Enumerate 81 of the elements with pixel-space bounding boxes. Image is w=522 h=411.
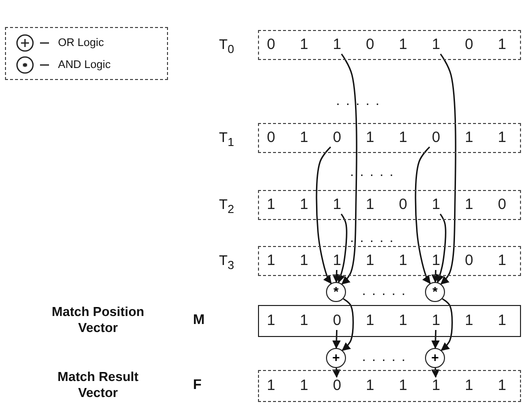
arrow bbox=[336, 214, 348, 284]
bit-value: 0 bbox=[396, 196, 410, 214]
bit-value: 1 bbox=[429, 252, 443, 270]
bit-value: 1 bbox=[495, 252, 509, 270]
arrow bbox=[431, 330, 440, 349]
ellipsis-dots: ..... bbox=[362, 282, 412, 298]
vector-name: Match Position Vector bbox=[50, 304, 146, 336]
bit-value: 1 bbox=[429, 377, 443, 395]
bit-value: 1 bbox=[462, 312, 476, 330]
ellipsis-dots: ..... bbox=[350, 163, 400, 179]
arrow bbox=[340, 54, 358, 285]
bit-value: 0 bbox=[495, 196, 509, 214]
legend-label: OR Logic bbox=[58, 37, 104, 49]
bit-value: 0 bbox=[429, 129, 443, 147]
ellipsis-dots: ..... bbox=[350, 229, 400, 245]
arrow bbox=[436, 214, 446, 284]
arrow bbox=[414, 146, 431, 284]
arrow bbox=[316, 146, 332, 284]
bit-value: 1 bbox=[297, 196, 311, 214]
bit-value: 1 bbox=[297, 252, 311, 270]
ellipsis-dots: ..... bbox=[362, 348, 412, 364]
row-label: T$_{1}$ bbox=[219, 129, 234, 149]
bit-value: 0 bbox=[330, 129, 344, 147]
logic-gate-circle: + bbox=[326, 348, 346, 368]
arrow bbox=[440, 54, 456, 285]
bit-value: 1 bbox=[495, 312, 509, 330]
row-label: T$_{3}$ bbox=[219, 252, 234, 272]
bit-value: 1 bbox=[297, 36, 311, 54]
bit-value: 1 bbox=[330, 252, 344, 270]
bit-value: 1 bbox=[396, 36, 410, 54]
bit-value: 1 bbox=[396, 377, 410, 395]
bit-value: 0 bbox=[462, 36, 476, 54]
arrow bbox=[431, 368, 440, 378]
bit-value: 0 bbox=[462, 252, 476, 270]
bit-value: 1 bbox=[297, 377, 311, 395]
bit-value: 1 bbox=[363, 252, 377, 270]
bit-value: 1 bbox=[330, 196, 344, 214]
bit-value: 1 bbox=[363, 312, 377, 330]
arrow bbox=[431, 270, 440, 283]
bit-value: 1 bbox=[396, 312, 410, 330]
bit-value: 1 bbox=[363, 129, 377, 147]
row-label: T$_{0}$ bbox=[219, 36, 234, 56]
bit-value: 1 bbox=[264, 196, 278, 214]
legend-label: AND Logic bbox=[58, 59, 111, 71]
bit-value: 1 bbox=[462, 377, 476, 395]
arrow bbox=[332, 330, 341, 349]
bit-value: 0 bbox=[264, 129, 278, 147]
logic-gate-circle: * bbox=[425, 282, 445, 302]
bit-value: 1 bbox=[363, 196, 377, 214]
bit-value: 1 bbox=[264, 377, 278, 395]
bit-value: 1 bbox=[396, 252, 410, 270]
bit-value: 0 bbox=[363, 36, 377, 54]
row-label: M bbox=[193, 311, 205, 327]
bit-value: 1 bbox=[330, 36, 344, 54]
bit-value: 1 bbox=[495, 129, 509, 147]
bit-value: 1 bbox=[396, 129, 410, 147]
bit-value: 0 bbox=[330, 312, 344, 330]
bit-value: 1 bbox=[297, 129, 311, 147]
bit-value: 1 bbox=[264, 252, 278, 270]
bit-value: 0 bbox=[264, 36, 278, 54]
bit-value: 1 bbox=[495, 377, 509, 395]
bit-value: 1 bbox=[495, 36, 509, 54]
logic-gate-circle: + bbox=[425, 348, 445, 368]
bit-value: 1 bbox=[462, 196, 476, 214]
row-label: F bbox=[193, 376, 202, 392]
logic-gate-circle: * bbox=[326, 282, 346, 302]
bit-value: 1 bbox=[264, 312, 278, 330]
bit-value: 1 bbox=[462, 129, 476, 147]
arrow bbox=[440, 298, 453, 351]
row-label: T$_{2}$ bbox=[219, 196, 234, 216]
vector-name: Match Result Vector bbox=[56, 369, 140, 401]
bit-value: 1 bbox=[297, 312, 311, 330]
bit-value: 0 bbox=[330, 377, 344, 395]
arrow bbox=[332, 270, 341, 283]
ellipsis-dots: ..... bbox=[336, 92, 386, 108]
bit-value: 1 bbox=[363, 377, 377, 395]
bit-value: 1 bbox=[429, 196, 443, 214]
arrow bbox=[332, 368, 341, 378]
arrow bbox=[342, 298, 354, 351]
bit-value: 1 bbox=[429, 312, 443, 330]
bit-value: 1 bbox=[429, 36, 443, 54]
